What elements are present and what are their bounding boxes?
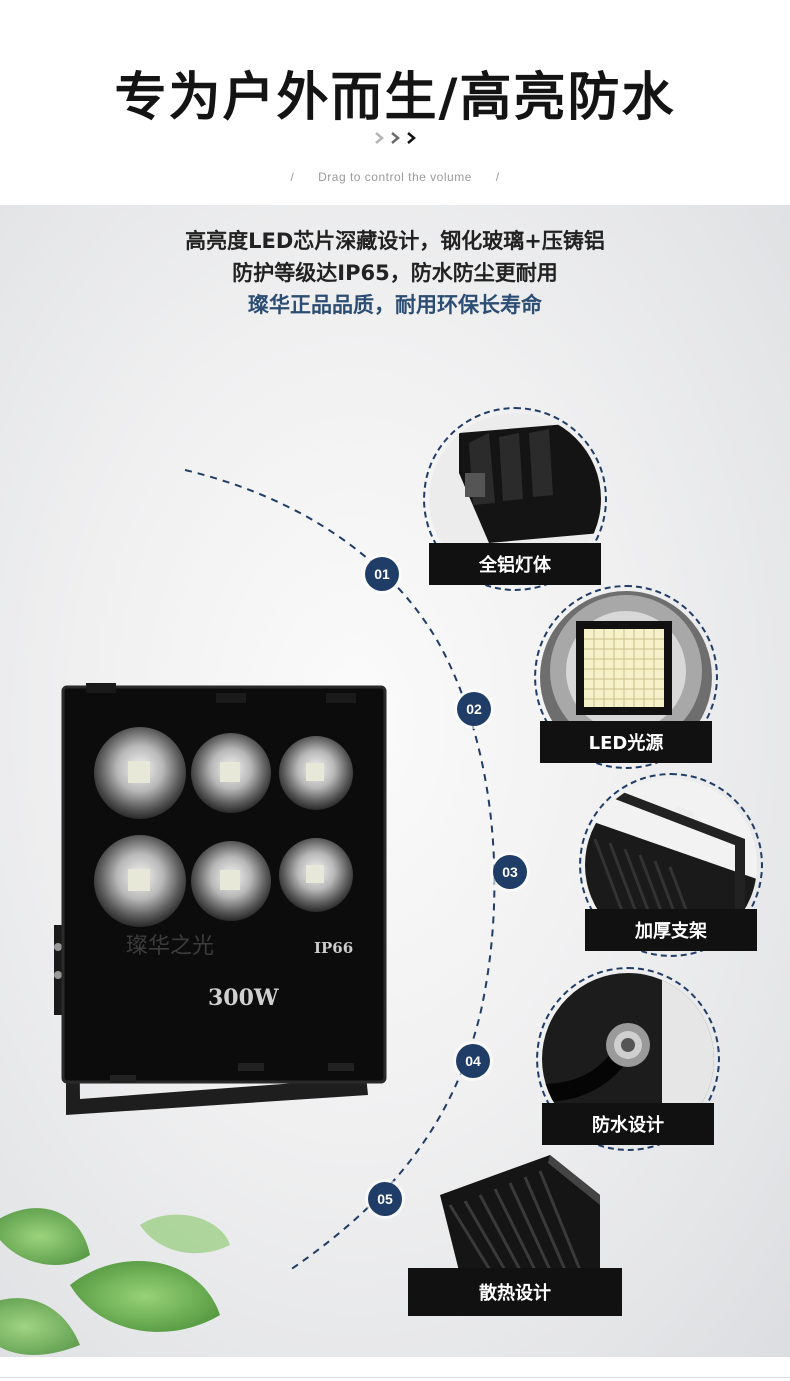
feature-label: 加厚支架: [585, 909, 757, 951]
english-subtitle: / Drag to control the volume /: [0, 170, 790, 184]
brand-watermark: 璨华之光: [126, 934, 214, 959]
dashed-arc: [184, 469, 496, 1271]
heat-sink-icon: [440, 1155, 600, 1275]
feature-thick-bracket: 加厚支架: [579, 773, 763, 957]
feature-showcase: 高亮度LED芯片深藏设计，钢化玻璃+压铸铝 防护等级达IP65，防水防尘更耐用 …: [0, 205, 790, 1357]
feature-heat-dissipation: 散热设计: [408, 1155, 622, 1357]
ip-rating-text: IP66: [314, 939, 353, 957]
feature-badge-05: 05: [368, 1182, 402, 1216]
subtitle-text: Drag to control the volume: [318, 170, 472, 184]
feature-label: 散热设计: [408, 1268, 622, 1316]
slash-left: /: [290, 170, 295, 184]
feature-led-source: LED光源: [534, 585, 718, 769]
feature-badge-01: 01: [365, 557, 399, 591]
feature-aluminum-body: 全铝灯体: [423, 407, 607, 591]
footer-divider: [0, 1377, 790, 1378]
page-title: 专为户外而生/高亮防水: [114, 68, 676, 128]
green-leaves-decoration: [0, 1208, 230, 1355]
feature-waterproof: 防水设计: [536, 967, 720, 1151]
floodlight-product-image: 璨华之光 IP66 300W: [54, 683, 387, 1115]
feature-label: 全铝灯体: [429, 543, 601, 585]
feature-badge-03: 03: [493, 855, 527, 889]
description-line-3: 璨华正品品质，耐用环保长寿命: [248, 293, 542, 317]
feature-badge-04: 04: [456, 1044, 490, 1078]
slash-right: /: [495, 170, 500, 184]
feature-label: LED光源: [540, 721, 712, 763]
page-footer: [0, 1357, 790, 1381]
section-header: 专为户外而生/高亮防水 / Drag to control the volume…: [0, 0, 790, 205]
feature-label: 防水设计: [542, 1103, 714, 1145]
wattage-text: 300W: [208, 985, 279, 1011]
description-line-1: 高亮度LED芯片深藏设计，钢化玻璃+压铸铝: [185, 229, 605, 253]
description-line-2: 防护等级达IP65，防水防尘更耐用: [232, 261, 558, 285]
feature-badge-02: 02: [457, 692, 491, 726]
chevron-arrows-icon: [375, 132, 416, 144]
